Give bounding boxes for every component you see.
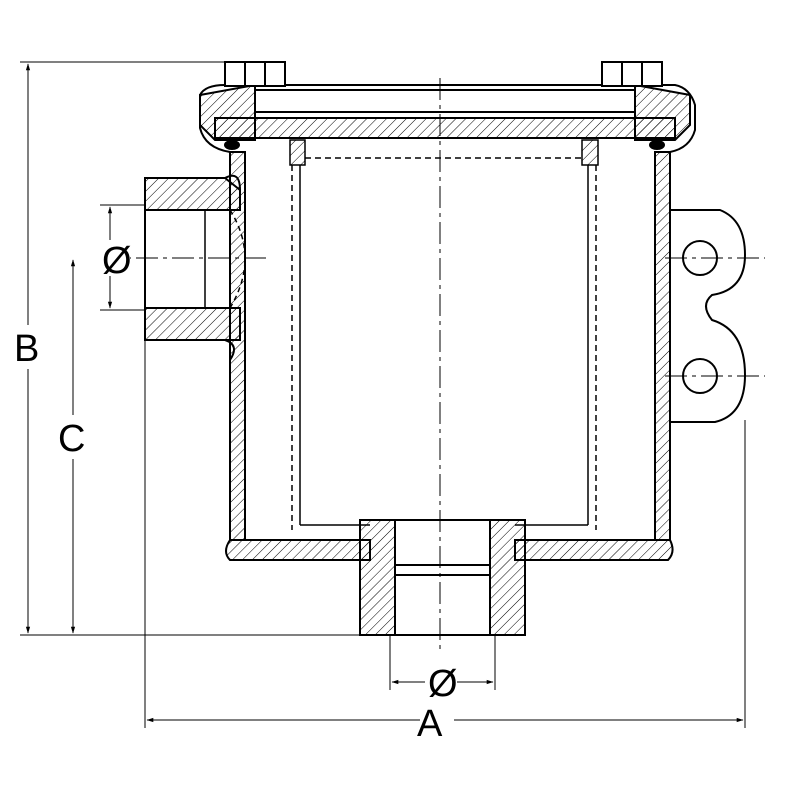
outlet-diameter-label: Ø — [428, 663, 458, 705]
mounting-bracket — [670, 209, 747, 423]
inlet-diameter-label: Ø — [102, 240, 132, 282]
housing-body — [144, 83, 691, 636]
dimension-c-label: C — [58, 418, 85, 460]
dimension-b-label: B — [14, 328, 39, 370]
lid-cover — [214, 89, 676, 139]
dimension-a-label: A — [417, 703, 443, 745]
bolt-left — [224, 61, 286, 87]
inlet-bore — [145, 209, 246, 309]
bolt-right — [601, 61, 663, 87]
o-ring-seals — [224, 140, 665, 150]
strainer-basket — [289, 139, 599, 530]
